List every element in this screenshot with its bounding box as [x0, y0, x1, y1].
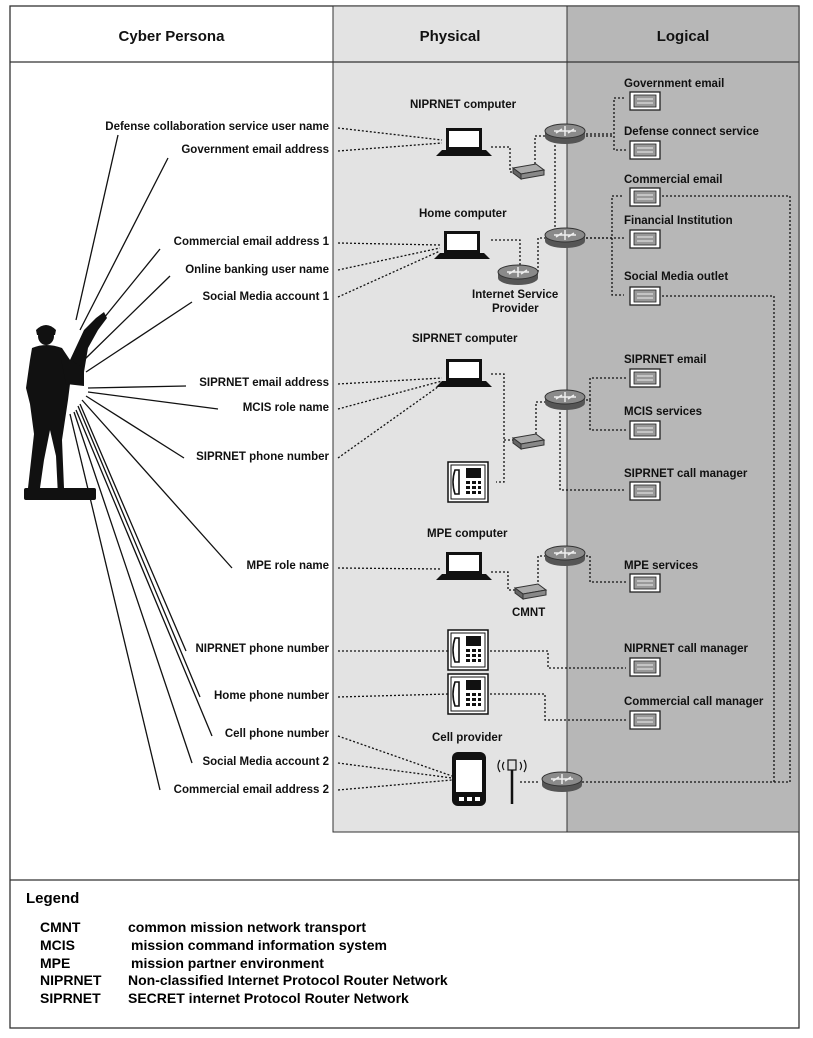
- legend-title: Legend: [26, 890, 80, 907]
- home-computer-label: Home computer: [419, 208, 507, 220]
- persona-label: NIPRNET phone number: [195, 643, 329, 655]
- header-physical: Physical: [419, 28, 481, 45]
- legend-abbr: CMNT: [40, 919, 81, 935]
- logical-column: [566, 5, 800, 833]
- persona-label: SIPRNET phone number: [196, 451, 329, 463]
- soldier-icon: [24, 312, 107, 500]
- legend-definition: SECRET internet Protocol Router Network: [128, 990, 409, 1006]
- cmnt-label: CMNT: [512, 607, 546, 619]
- logical-label: Commercial email: [624, 174, 723, 186]
- siprnet-computer-label: SIPRNET computer: [412, 333, 518, 345]
- logical-label: SIPRNET call manager: [624, 468, 748, 480]
- siprnet-email-server-icon: [629, 368, 661, 388]
- persona-label: Home phone number: [213, 690, 329, 702]
- persona-label: Government email address: [181, 144, 329, 156]
- persona-label: Commercial email address 2: [173, 784, 329, 796]
- defense-connect-server-icon: [629, 140, 661, 160]
- persona-links: [69, 134, 233, 791]
- legend-abbr: MPE: [40, 955, 71, 971]
- isp-label-line1: Internet Service: [472, 289, 559, 301]
- commercial-call-manager-server-icon: [629, 710, 661, 730]
- persona-label: Defense collaboration service user name: [105, 121, 329, 133]
- government-email-server-icon: [629, 91, 661, 111]
- persona-label: Commercial email address 1: [173, 236, 329, 248]
- logical-label: Commercial call manager: [624, 696, 764, 708]
- niprnet-phone-icon: [447, 629, 489, 671]
- mcis-services-server-icon: [629, 420, 661, 440]
- logical-label: Defense connect service: [624, 126, 759, 138]
- router-niprnet: [544, 123, 586, 145]
- logical-label: MCIS services: [624, 406, 702, 418]
- logical-label: NIPRNET call manager: [624, 643, 748, 655]
- niprnet-call-manager-server-icon: [629, 657, 661, 677]
- legend-definition: mission command information system: [131, 937, 387, 953]
- persona-label: Online banking user name: [185, 264, 329, 276]
- commercial-email-server-icon: [629, 187, 661, 207]
- persona-label: Social Media account 1: [202, 291, 329, 303]
- legend-abbr: MCIS: [40, 937, 75, 953]
- header-cyber-persona: Cyber Persona: [118, 28, 225, 45]
- cell-tower-icon: [497, 759, 527, 804]
- header-logical: Logical: [656, 28, 710, 45]
- mpe-services-server-icon: [629, 573, 661, 593]
- mpe-computer-label: MPE computer: [427, 528, 508, 540]
- cell-phone-icon: [452, 752, 486, 806]
- home-phone-icon: [447, 673, 489, 715]
- persona-label: Cell phone number: [224, 728, 329, 740]
- logical-label: Financial Institution: [624, 215, 733, 227]
- niprnet-computer-label: NIPRNET computer: [410, 99, 517, 111]
- legend-definition: mission partner environment: [131, 955, 324, 971]
- physical-links: [337, 97, 791, 791]
- router-home: [544, 227, 586, 249]
- siprnet-call-manager-server-icon: [629, 481, 661, 501]
- legend-definition: common mission network transport: [128, 919, 367, 935]
- legend-abbr: SIPRNET: [40, 990, 101, 1006]
- logical-label: Government email: [624, 78, 725, 90]
- legend-definition: Non-classified Internet Protocol Router …: [128, 972, 448, 988]
- legend-abbr: NIPRNET: [40, 972, 102, 988]
- financial-institution-server-icon: [629, 229, 661, 249]
- router-isp: [497, 264, 539, 286]
- persona-label: MCIS role name: [242, 402, 329, 414]
- persona-label: Social Media account 2: [202, 756, 329, 768]
- logical-label: SIPRNET email: [624, 354, 707, 366]
- router-mpe: [544, 545, 586, 567]
- logical-label: MPE services: [624, 560, 699, 572]
- siprnet-phone-icon: [447, 461, 489, 503]
- router-cell: [541, 771, 583, 793]
- isp-label-line2: Provider: [492, 303, 539, 315]
- cell-provider-label: Cell provider: [432, 732, 503, 744]
- router-siprnet: [544, 389, 586, 411]
- persona-label: MPE role name: [246, 560, 329, 572]
- logical-label: Social Media outlet: [624, 271, 729, 283]
- persona-label: SIPRNET email address: [199, 377, 329, 389]
- social-media-server-icon: [629, 286, 661, 306]
